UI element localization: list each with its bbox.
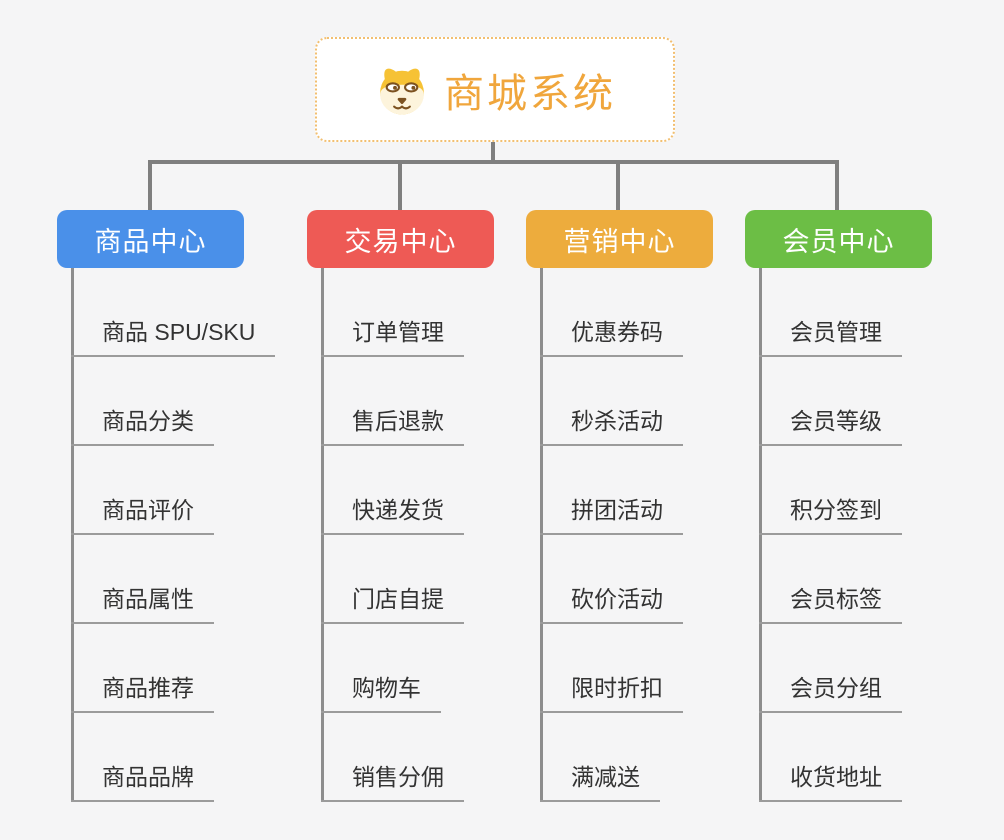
leaf-node[interactable]: 订单管理 bbox=[321, 268, 464, 357]
trunk-trade bbox=[321, 268, 324, 802]
leaf-label: 积分签到 bbox=[759, 491, 902, 535]
trunk-marketing bbox=[540, 268, 543, 802]
leaf-label: 购物车 bbox=[321, 669, 441, 713]
leaf-label: 限时折扣 bbox=[540, 669, 683, 713]
branch-marketing-center[interactable]: 营销中心 bbox=[526, 210, 713, 268]
leaf-node[interactable]: 售后退款 bbox=[321, 357, 464, 446]
leaf-node[interactable]: 满减送 bbox=[540, 713, 683, 802]
leaf-label: 销售分佣 bbox=[321, 758, 464, 802]
leaf-node[interactable]: 商品属性 bbox=[71, 535, 275, 624]
connector-drop-member bbox=[835, 162, 839, 210]
leaf-label: 会员分组 bbox=[759, 669, 902, 713]
trunk-member bbox=[759, 268, 762, 802]
leaf-node[interactable]: 砍价活动 bbox=[540, 535, 683, 624]
leaf-label: 商品分类 bbox=[71, 402, 214, 446]
leaf-label: 商品品牌 bbox=[71, 758, 214, 802]
leaf-node[interactable]: 收货地址 bbox=[759, 713, 902, 802]
leaf-label: 会员管理 bbox=[759, 313, 902, 357]
leaf-label: 商品评价 bbox=[71, 491, 214, 535]
leaf-label: 商品 SPU/SKU bbox=[71, 313, 276, 357]
root-node[interactable]: 商城系统 bbox=[315, 37, 675, 142]
root-title: 商城系统 bbox=[444, 71, 616, 116]
leaf-label: 秒杀活动 bbox=[540, 402, 683, 446]
doge-icon bbox=[380, 68, 424, 114]
column-trade: 订单管理 售后退款 快递发货 门店自提 购物车 销售分佣 bbox=[321, 268, 464, 802]
leaf-node[interactable]: 商品推荐 bbox=[71, 624, 275, 713]
leaf-node[interactable]: 销售分佣 bbox=[321, 713, 464, 802]
branch-label: 会员中心 bbox=[782, 226, 895, 257]
leaf-node[interactable]: 会员分组 bbox=[759, 624, 902, 713]
leaf-node[interactable]: 拼团活动 bbox=[540, 446, 683, 535]
leaf-label: 商品推荐 bbox=[71, 669, 214, 713]
leaf-node[interactable]: 快递发货 bbox=[321, 446, 464, 535]
connector-root-stem bbox=[491, 140, 495, 162]
leaf-label: 售后退款 bbox=[321, 402, 464, 446]
leaf-node[interactable]: 商品品牌 bbox=[71, 713, 275, 802]
connector-bus bbox=[148, 160, 839, 164]
leaf-node[interactable]: 优惠券码 bbox=[540, 268, 683, 357]
leaf-label: 会员标签 bbox=[759, 580, 902, 624]
leaf-label: 订单管理 bbox=[321, 313, 464, 357]
branch-trade-center[interactable]: 交易中心 bbox=[307, 210, 494, 268]
leaf-node[interactable]: 商品分类 bbox=[71, 357, 275, 446]
leaf-node[interactable]: 门店自提 bbox=[321, 535, 464, 624]
leaf-node[interactable]: 限时折扣 bbox=[540, 624, 683, 713]
column-product: 商品 SPU/SKU 商品分类 商品评价 商品属性 商品推荐 商品品牌 bbox=[71, 268, 276, 802]
branch-member-center[interactable]: 会员中心 bbox=[745, 210, 932, 268]
leaf-label: 砍价活动 bbox=[540, 580, 683, 624]
branch-label: 营销中心 bbox=[563, 226, 676, 257]
leaf-node[interactable]: 会员管理 bbox=[759, 268, 902, 357]
trunk-product bbox=[71, 268, 74, 802]
column-marketing: 优惠券码 秒杀活动 拼团活动 砍价活动 限时折扣 满减送 bbox=[540, 268, 683, 802]
leaf-label: 会员等级 bbox=[759, 402, 902, 446]
branch-product-center[interactable]: 商品中心 bbox=[57, 210, 244, 268]
connector-drop-marketing bbox=[616, 162, 620, 210]
leaf-node[interactable]: 会员等级 bbox=[759, 357, 902, 446]
leaf-node[interactable]: 购物车 bbox=[321, 624, 464, 713]
leaf-label: 优惠券码 bbox=[540, 313, 683, 357]
column-member: 会员管理 会员等级 积分签到 会员标签 会员分组 收货地址 bbox=[759, 268, 902, 802]
leaf-label: 快递发货 bbox=[321, 491, 464, 535]
leaf-label: 拼团活动 bbox=[540, 491, 683, 535]
leaf-node[interactable]: 商品评价 bbox=[71, 446, 275, 535]
leaf-label: 收货地址 bbox=[759, 758, 902, 802]
leaf-label: 商品属性 bbox=[71, 580, 214, 624]
leaf-label: 门店自提 bbox=[321, 580, 464, 624]
leaf-label: 满减送 bbox=[540, 758, 660, 802]
leaf-node[interactable]: 秒杀活动 bbox=[540, 357, 683, 446]
connector-drop-product bbox=[148, 162, 152, 210]
branch-label: 交易中心 bbox=[344, 226, 457, 257]
leaf-node[interactable]: 积分签到 bbox=[759, 446, 902, 535]
connector-drop-trade bbox=[398, 162, 402, 210]
leaf-node[interactable]: 商品 SPU/SKU bbox=[71, 268, 276, 357]
leaf-node[interactable]: 会员标签 bbox=[759, 535, 902, 624]
branch-label: 商品中心 bbox=[94, 226, 207, 257]
